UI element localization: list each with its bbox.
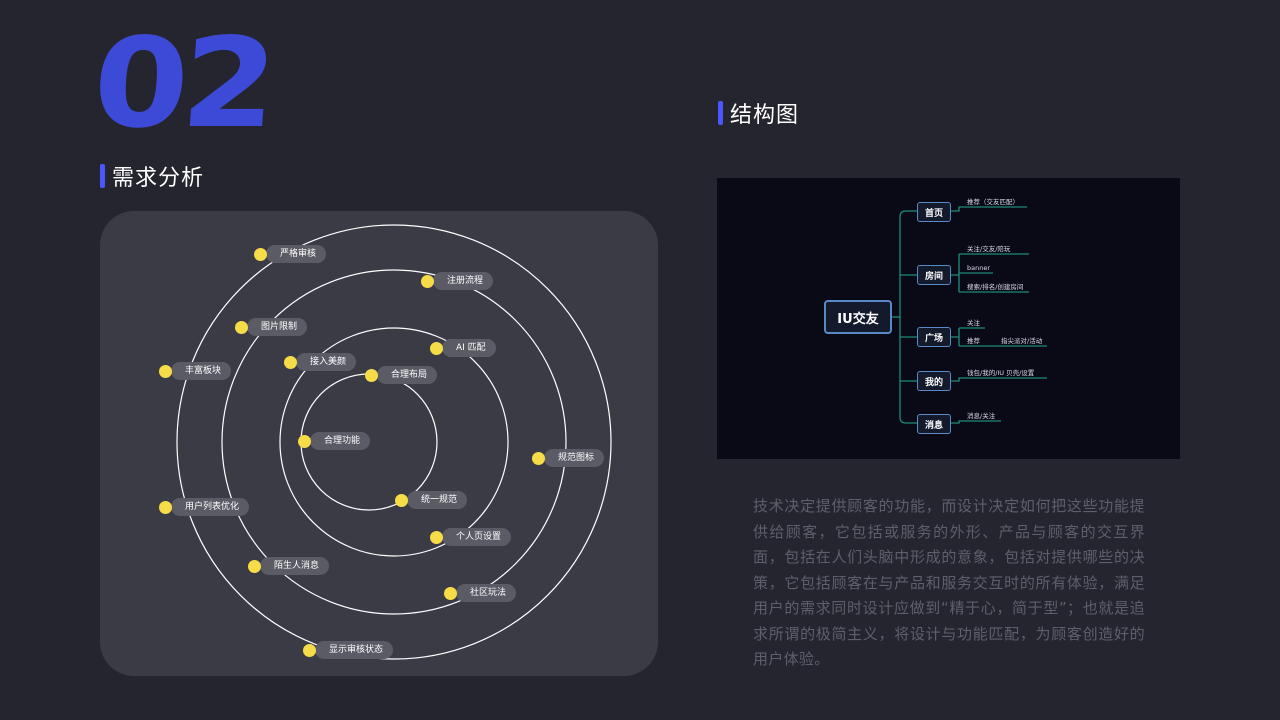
concentric-rings — [176, 224, 612, 660]
need-dot — [283, 355, 297, 369]
need-label: AI 匹配 — [442, 339, 496, 357]
ring-outer — [176, 224, 612, 660]
description-paragraph: 技术决定提供顾客的功能，而设计决定如何把这些功能提供给顾客，它包括或服务的外形、… — [753, 497, 1145, 668]
need-dot — [420, 274, 434, 288]
mindmap-leaf: 推荐（交友匹配） — [967, 198, 1019, 206]
mindmap-leaf: banner — [967, 264, 991, 272]
page-number: 02 — [88, 12, 276, 156]
connector-leaf — [951, 420, 1001, 424]
need-dot — [158, 364, 172, 378]
structure-title-text: 结构图 — [730, 103, 800, 128]
connector-trunk — [899, 210, 917, 424]
connector-leaf — [951, 377, 1047, 382]
title-accent-bar — [718, 101, 723, 125]
need-label: 严格审核 — [266, 245, 327, 263]
ring-second — [279, 327, 509, 557]
need-label: 社区玩法 — [456, 584, 517, 602]
connector-branch — [900, 274, 917, 382]
need-label: 接入美颜 — [296, 353, 357, 371]
mindmap-root: IU交友 — [824, 300, 892, 334]
mindmap-leaf: 关注 — [967, 319, 980, 327]
need-label: 合理功能 — [310, 432, 371, 450]
need-dot — [302, 643, 316, 657]
structure-section-title: 结构图 — [718, 97, 799, 129]
mindmap-branch: 我的 — [917, 371, 951, 391]
mindmap-leaf: 钱包/我的/IU 贝壳/设置 — [967, 369, 1035, 377]
need-dot — [531, 451, 545, 465]
mindmap-branch: 房间 — [917, 265, 951, 285]
mindmap-leaf: 推荐 — [967, 337, 980, 345]
mindmap-leaf: 搜索/排名/创建房间 — [967, 283, 1024, 291]
need-label: 丰富板块 — [171, 362, 232, 380]
need-label: 个人页设置 — [442, 528, 512, 546]
need-dot — [234, 320, 248, 334]
need-label: 用户列表优化 — [171, 498, 250, 516]
mindmap-branch: 广场 — [917, 327, 951, 347]
need-label: 统一规范 — [407, 491, 468, 509]
mindmap-leaf: 消息/关注 — [967, 412, 996, 420]
mindmap-connectors — [892, 206, 1047, 424]
title-accent-bar — [100, 164, 105, 188]
structure-mindmap: IU交友 首页 房间 广场 我的 消息 推荐（交友匹配） 关注/交友/陪玩 ba… — [717, 178, 1180, 459]
need-label: 注册流程 — [433, 272, 494, 290]
mindmap-branch: 首页 — [917, 202, 951, 222]
needs-title-text: 需求分析 — [112, 166, 205, 191]
connector-leaf — [951, 206, 1027, 212]
needs-panel: 严格审核 注册流程 图片限制 接入美颜 AI 匹配 丰富板块 合理布局 合理功能… — [100, 211, 658, 676]
connector-leaf — [951, 327, 1047, 347]
mindmap-branch: 消息 — [917, 414, 951, 434]
needs-section-title: 需求分析 — [100, 160, 204, 192]
need-dot — [247, 559, 261, 573]
need-dot — [297, 434, 311, 448]
need-label: 显示审核状态 — [315, 641, 394, 659]
need-dot — [364, 368, 378, 382]
need-dot — [158, 500, 172, 514]
need-dot — [253, 247, 267, 261]
mindmap-leaf: 关注/交友/陪玩 — [967, 245, 1011, 253]
ring-third — [221, 269, 567, 615]
need-label: 图片限制 — [247, 318, 308, 336]
need-dot — [429, 341, 443, 355]
need-dot — [429, 530, 443, 544]
need-label: 陌生人消息 — [260, 557, 330, 575]
need-label: 规范图标 — [544, 449, 605, 467]
need-dot — [394, 493, 408, 507]
need-label: 合理布局 — [377, 366, 438, 384]
connector-leaf — [951, 253, 1029, 293]
need-dot — [443, 586, 457, 600]
mindmap-leaf: 指尖派对/活动 — [1001, 337, 1043, 345]
